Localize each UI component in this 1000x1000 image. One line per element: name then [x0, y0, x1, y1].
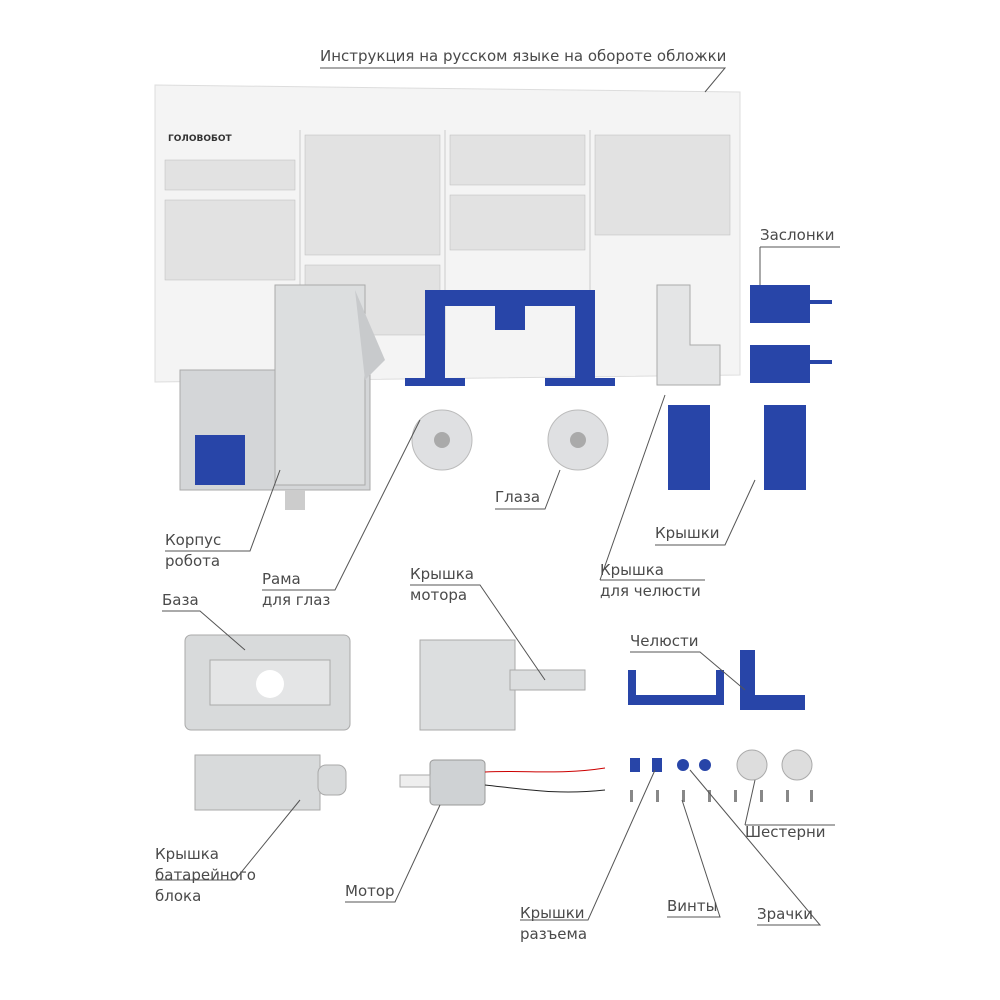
- jaw-cover: [656, 284, 721, 386]
- label-jaw-cover-line2: для челюсти: [600, 582, 701, 600]
- label-eye-frame-line1: Рама: [262, 570, 301, 588]
- gears: [736, 749, 813, 781]
- label-eye-frame: Рама для глаз: [262, 569, 330, 611]
- covers: [668, 405, 806, 490]
- label-gears: Шестерни: [745, 823, 826, 841]
- instruction-sheet: [154, 84, 741, 383]
- label-connector-caps: Крышки разъема: [520, 903, 587, 945]
- pupils: [677, 759, 711, 771]
- label-connector-caps-line1: Крышки: [520, 904, 585, 922]
- label-motor-cover: Крышка мотора: [410, 564, 474, 606]
- label-body: Корпус робота: [165, 530, 221, 572]
- label-motor-cover-line2: мотора: [410, 586, 468, 604]
- base: [184, 634, 351, 731]
- motor-cover: [419, 639, 586, 731]
- label-battery-cover-line1: Крышка: [155, 845, 219, 863]
- label-motor: Мотор: [345, 882, 395, 900]
- label-body-line2: робота: [165, 552, 221, 570]
- screws: [630, 790, 813, 802]
- label-base: База: [162, 591, 199, 609]
- label-instruction: Инструкция на русском языке на обороте о…: [320, 47, 727, 65]
- label-motor-cover-line1: Крышка: [410, 565, 474, 583]
- label-eyes: Глаза: [495, 488, 541, 506]
- shutters: [750, 285, 832, 383]
- jaws: [628, 650, 805, 710]
- label-screws: Винты: [667, 897, 718, 915]
- label-jaw-cover-line1: Крышка: [600, 561, 664, 579]
- battery-cover: [194, 754, 347, 811]
- label-shutters: Заслонки: [760, 226, 835, 244]
- eye-frame: [405, 290, 615, 386]
- eyes: [411, 409, 609, 471]
- label-battery-cover-line2: батарейного: [155, 866, 256, 884]
- label-jaw-cover: Крышка для челюсти: [600, 560, 701, 602]
- label-pupils: Зрачки: [757, 905, 814, 923]
- label-battery-cover: Крышка батарейного блока: [155, 844, 256, 907]
- label-connector-caps-line2: разъема: [520, 925, 588, 943]
- sheet-title: ГОЛОВОБОТ: [168, 134, 232, 144]
- leader-lines: [155, 67, 840, 926]
- label-covers: Крышки: [655, 524, 720, 542]
- label-body-line1: Корпус: [165, 531, 222, 549]
- robot-body: [179, 284, 385, 510]
- connector-caps: [630, 758, 662, 772]
- label-eye-frame-line2: для глаз: [262, 591, 331, 609]
- motor: [399, 759, 606, 806]
- label-jaws: Челюсти: [630, 632, 699, 650]
- label-battery-cover-line3: блока: [155, 887, 202, 905]
